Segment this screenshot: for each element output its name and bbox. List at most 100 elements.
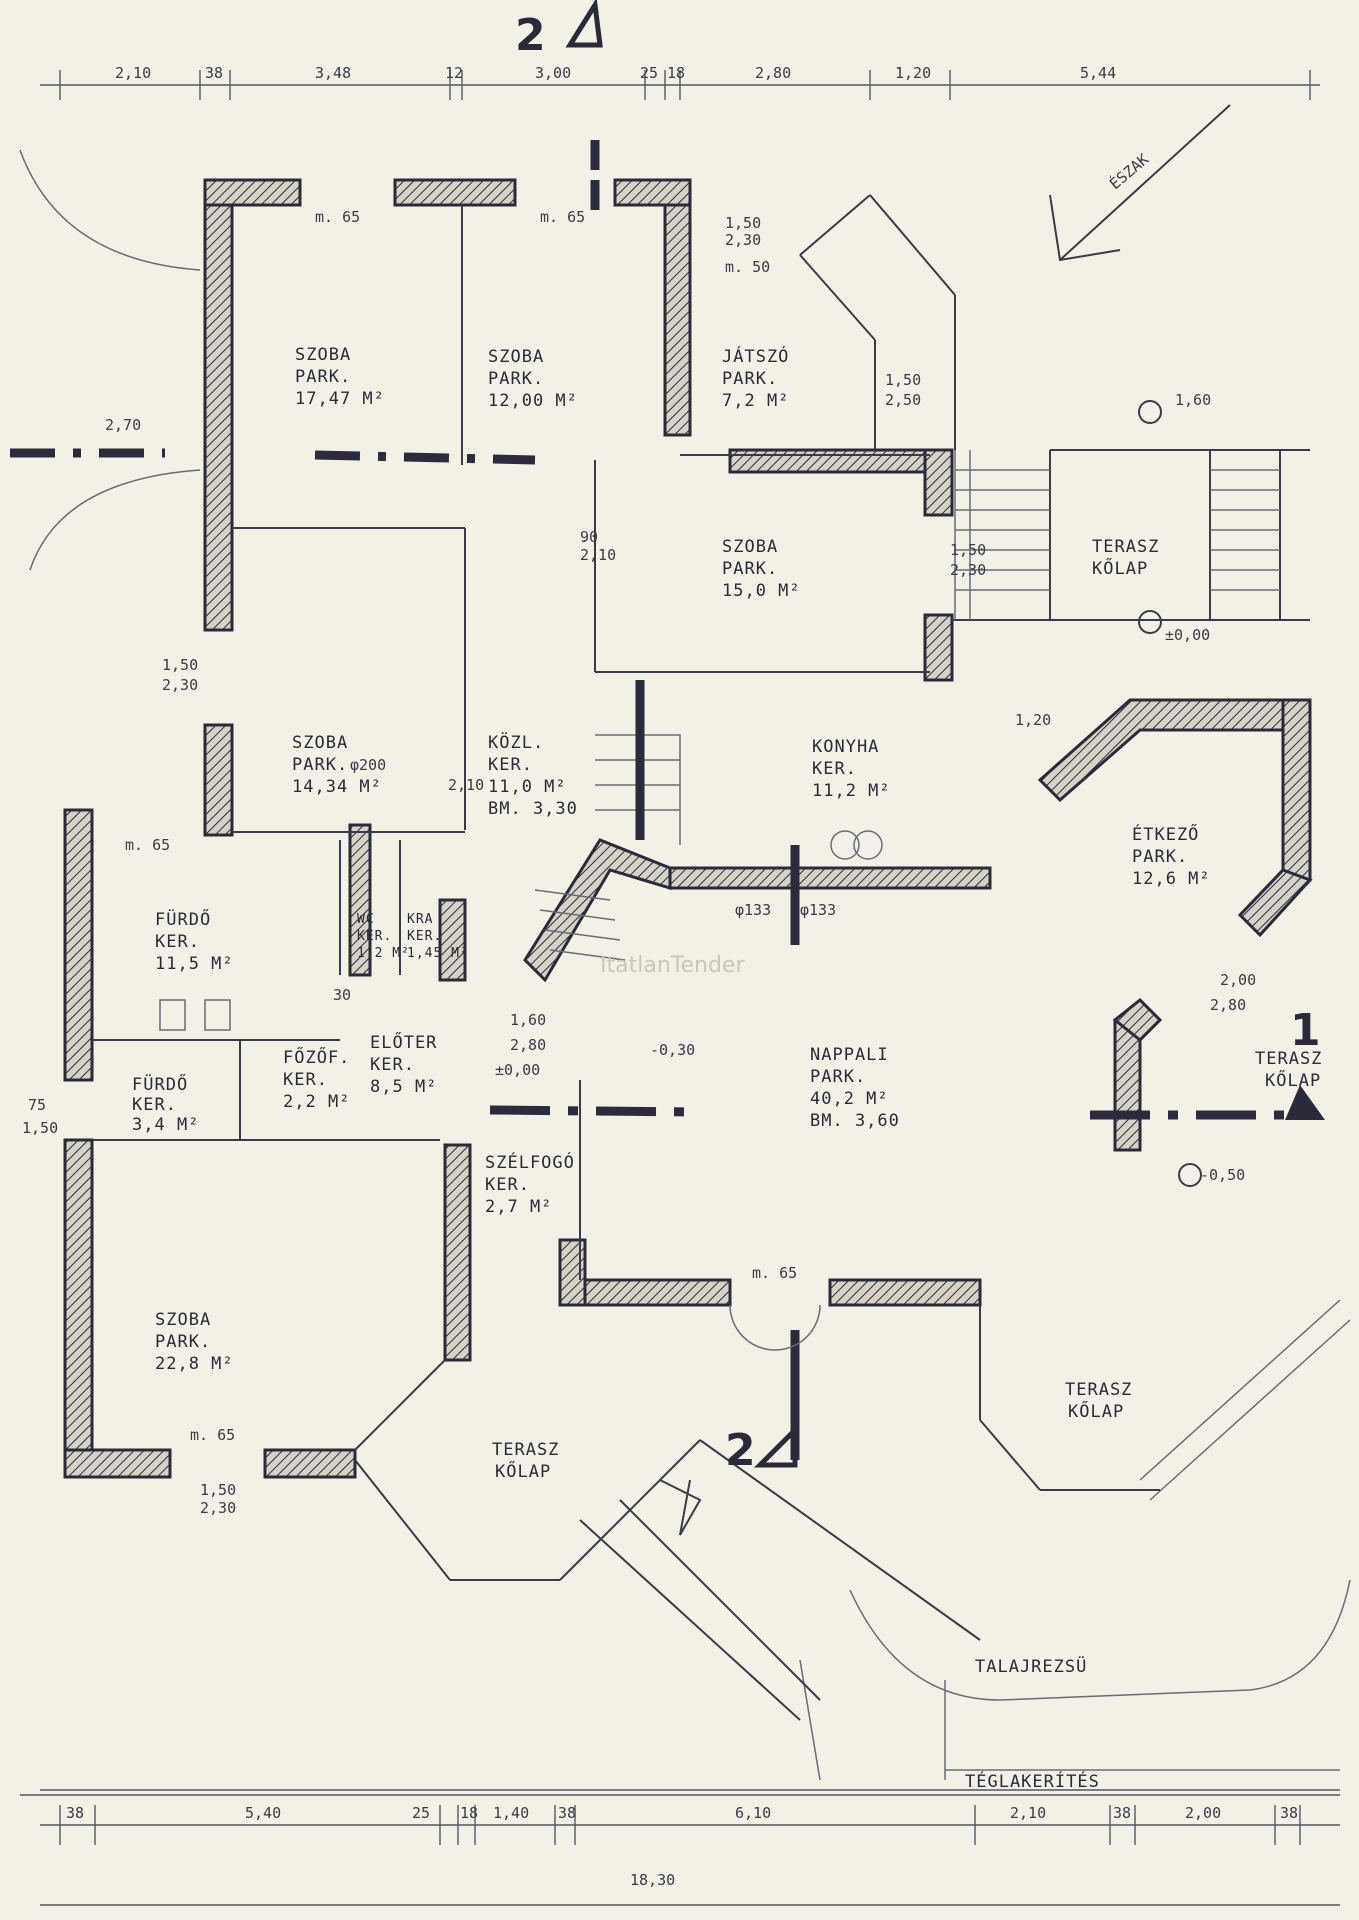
- room-etkezo: ÉTKEZŐ PARK. 12,6 M²: [1132, 823, 1210, 889]
- opening-notes: m. 65 m. 65 m. 50 m. 65 m. 65 m. 65 1,50…: [22, 208, 1256, 1792]
- bottom-dimension-chain: 38 5,40 25 18 1,40 38 6,10 2,10 38 2,00 …: [20, 1789, 1340, 1906]
- svg-text:2,2 M²: 2,2 M²: [283, 1092, 350, 1112]
- room-szoba-5: SZOBA PARK. 22,8 M²: [155, 1310, 233, 1374]
- dim-terrace-1-60: 1,60: [1175, 391, 1211, 409]
- svg-text:17,47 M²: 17,47 M²: [295, 389, 385, 409]
- dim-top-4: 12: [445, 64, 463, 82]
- svg-text:40,2 M²: 40,2 M²: [810, 1089, 889, 1109]
- dim-280: 2,80: [1210, 996, 1246, 1014]
- dim-top-3: 3,48: [315, 64, 351, 82]
- dim-bottom-10: 2,00: [1185, 1804, 1221, 1822]
- svg-text:SZOBA: SZOBA: [292, 733, 348, 753]
- room-szoba-2: SZOBA PARK. 12,00 M²: [488, 347, 578, 411]
- section-mark-right: 1: [1290, 1005, 1321, 1056]
- dim-bottom-6: 38: [558, 1804, 576, 1822]
- dim-top-8: 2,80: [755, 64, 791, 82]
- dim-bottom-2: 5,40: [245, 1804, 281, 1822]
- svg-text:15,0 M²: 15,0 M²: [722, 581, 801, 601]
- svg-text:PARK.: PARK.: [722, 559, 778, 579]
- svg-text:WC: WC: [357, 912, 375, 927]
- dim-230-b: 2,30: [162, 676, 198, 694]
- svg-text:PARK.: PARK.: [292, 755, 348, 775]
- section-mark-bottom: 2: [725, 1425, 756, 1476]
- dim-200: 2,00: [1220, 971, 1256, 989]
- svg-text:KONYHA: KONYHA: [812, 737, 879, 757]
- dim-160: 1,60: [510, 1011, 546, 1029]
- svg-text:KER.: KER.: [155, 932, 200, 952]
- svg-text:11,2 M²: 11,2 M²: [812, 781, 891, 801]
- svg-text:SZÉLFOGÓ: SZÉLFOGÓ: [485, 1151, 575, 1173]
- room-szoba-1: SZOBA PARK. 17,47 M²: [295, 345, 385, 409]
- level-minus-50: -0,50: [1200, 1166, 1245, 1184]
- dim-270: 2,70: [105, 416, 141, 434]
- dim-150-b: 1,50: [885, 371, 921, 389]
- dim-150-a: 1,50: [725, 214, 761, 232]
- svg-text:11,5 M²: 11,5 M²: [155, 954, 234, 974]
- partitions: [92, 194, 1310, 1721]
- dim-bottom-9: 38: [1113, 1804, 1131, 1822]
- room-jatszo: JÁTSZÓ PARK. 7,2 M²: [722, 345, 789, 411]
- svg-text:SZOBA: SZOBA: [722, 537, 778, 557]
- dim-bottom-7: 6,10: [735, 1804, 771, 1822]
- walls: [63, 178, 1313, 1479]
- svg-text:PARK.: PARK.: [810, 1067, 866, 1087]
- level-zero: ±0,00: [1165, 626, 1210, 644]
- svg-text:ELŐTER: ELŐTER: [370, 1031, 437, 1053]
- svg-text:KŐLAP: KŐLAP: [1092, 557, 1148, 579]
- section-mark-top: 2: [515, 10, 546, 61]
- note-phi133-1: φ133: [735, 901, 771, 919]
- svg-text:SZOBA: SZOBA: [155, 1310, 211, 1330]
- level-zero-entry: ±0,00: [495, 1061, 540, 1079]
- dim-230-c: 2,30: [950, 561, 986, 579]
- svg-text:PARK.: PARK.: [488, 369, 544, 389]
- note-m65-2: m. 65: [540, 208, 585, 226]
- svg-text:FŐZŐF.: FŐZŐF.: [283, 1046, 350, 1068]
- svg-text:SZOBA: SZOBA: [295, 345, 351, 365]
- svg-text:12,00 M²: 12,00 M²: [488, 391, 578, 411]
- dim-top-9: 1,20: [895, 64, 931, 82]
- room-terasz-ne: TERASZ KŐLAP: [1092, 537, 1159, 579]
- room-eloter: ELŐTER KER. 8,5 M²: [370, 1031, 437, 1097]
- level-markers: ±0,00 1,60 -0,30 -0,50 ±0,00: [495, 391, 1245, 1187]
- dim-top-1: 2,10: [115, 64, 151, 82]
- room-szoba-3: SZOBA PARK. 15,0 M²: [722, 537, 801, 601]
- svg-text:TERASZ: TERASZ: [1255, 1049, 1322, 1069]
- dim-top-2: 38: [205, 64, 223, 82]
- svg-text:PARK.: PARK.: [1132, 847, 1188, 867]
- svg-text:KER.: KER.: [488, 755, 533, 775]
- svg-text:FÜRDŐ: FÜRDŐ: [132, 1073, 188, 1095]
- section-lines: [10, 140, 1290, 1460]
- svg-text:TERASZ: TERASZ: [1092, 537, 1159, 557]
- dim-280-b: 2,80: [510, 1036, 546, 1054]
- room-kra: KRA KER. 1,45 M²: [407, 912, 469, 961]
- fixtures: [159, 830, 883, 1536]
- dim-total-width: 18,30: [630, 1871, 675, 1889]
- note-m65-3: m. 65: [125, 836, 170, 854]
- room-terasz-se: TERASZ KŐLAP: [1065, 1380, 1131, 1422]
- svg-text:1,45 M²: 1,45 M²: [407, 946, 469, 961]
- svg-text:7,2 M²: 7,2 M²: [722, 391, 789, 411]
- site-linework: [19, 149, 1351, 1781]
- svg-text:KŐLAP: KŐLAP: [495, 1460, 551, 1482]
- svg-text:1,2 M²: 1,2 M²: [357, 946, 410, 961]
- dim-bottom-1: 38: [66, 1804, 84, 1822]
- svg-text:BM. 3,30: BM. 3,30: [488, 799, 578, 819]
- dim-150-f: 1,50: [200, 1481, 236, 1499]
- room-furdo-1: FÜRDŐ KER. 11,5 M²: [155, 908, 234, 974]
- dim-bottom-11: 38: [1280, 1804, 1298, 1822]
- svg-text:KER.: KER.: [370, 1055, 415, 1075]
- note-fence: TÉGLAKERÍTÉS: [965, 1770, 1100, 1792]
- room-furdo-2: FÜRDŐ KER. 3,4 M²: [132, 1073, 198, 1135]
- dim-075: 75: [28, 1096, 46, 1114]
- svg-text:KER.: KER.: [132, 1095, 177, 1115]
- room-szelfogo: SZÉLFOGÓ KER. 2,7 M²: [485, 1151, 575, 1217]
- svg-text:14,34 M²: 14,34 M²: [292, 777, 382, 797]
- note-phi133-2: φ133: [800, 901, 836, 919]
- svg-text:8,5 M²: 8,5 M²: [370, 1077, 437, 1097]
- svg-text:2,7 M²: 2,7 M²: [485, 1197, 552, 1217]
- dim-210-b: 2,10: [580, 546, 616, 564]
- watermark: ItatlanTender: [600, 953, 745, 978]
- svg-text:11,0 M²: 11,0 M²: [488, 777, 567, 797]
- note-phi200: φ200: [350, 756, 386, 774]
